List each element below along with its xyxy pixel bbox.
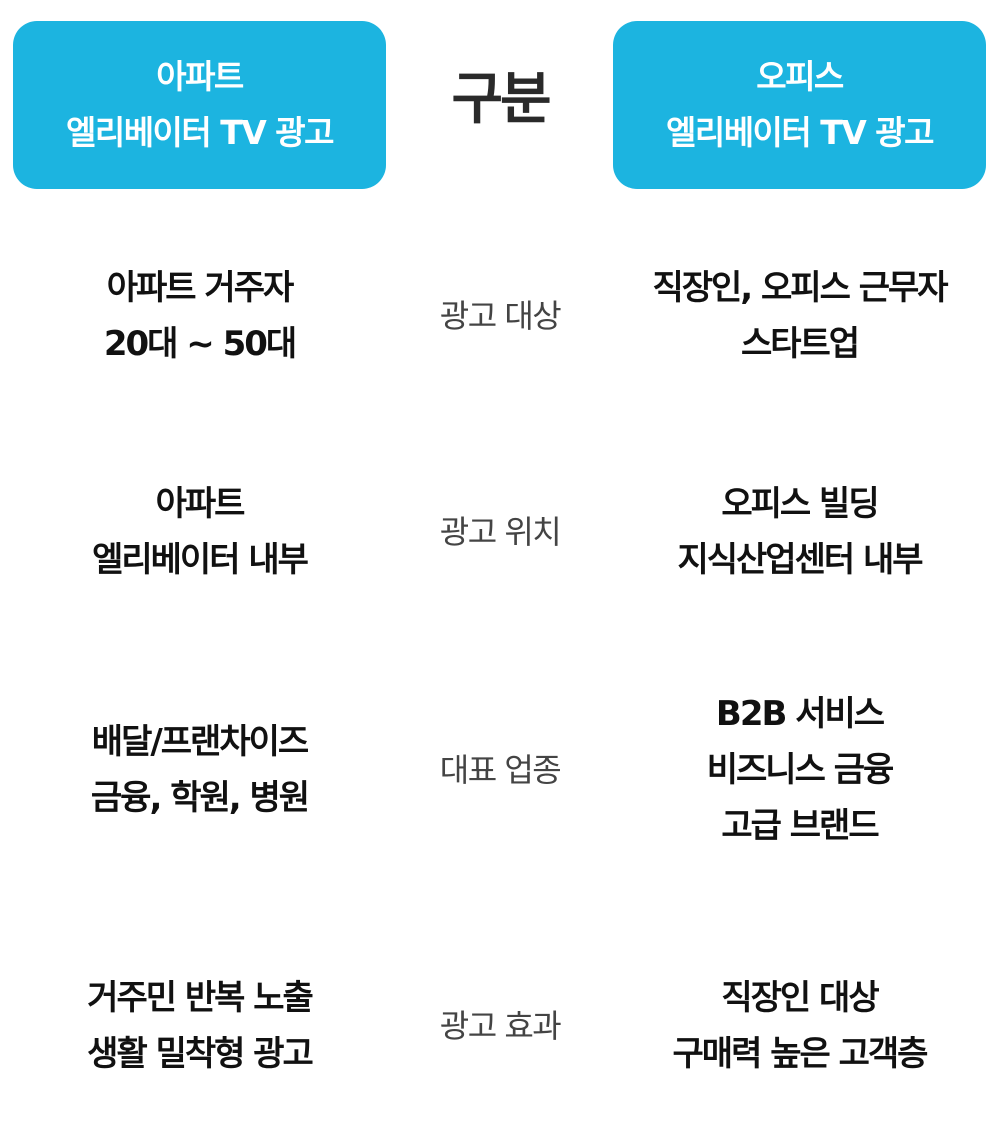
row-effect-left-line: 거주민 반복 노출 [87,978,314,1018]
comparison-row-industry: 배달/프랜차이즈 금융, 학원, 병원 대표 업종 B2B 서비스 비즈니스 금… [0,680,1000,860]
header-apartment-elevator-tv: 아파트 엘리베이터 TV 광고 [13,21,386,189]
row-industry-right-line: 고급 브랜드 [721,806,879,846]
row-category-label: 광고 효과 [439,1007,562,1045]
row-industry-category: 대표 업종 [400,680,600,860]
header-right-line-1: 오피스 [756,57,844,96]
row-effect-right: 직장인 대상 구매력 높은 고객층 [613,936,986,1116]
row-industry-right-line: 비즈니스 금융 [706,750,895,790]
row-target-right-line: 직장인, 오피스 근무자 [652,268,948,308]
row-category-label: 광고 대상 [439,297,562,335]
row-industry-left-line: 금융, 학원, 병원 [90,778,310,818]
row-location-left-line: 아파트 [155,484,246,524]
row-industry-left-line: 배달/프랜차이즈 [91,722,309,762]
row-category-label: 광고 위치 [439,513,562,551]
header-left-line-1: 아파트 [156,57,244,96]
header-right-line-2: 엘리베이터 TV 광고 [665,113,935,152]
comparison-row-location: 아파트 엘리베이터 내부 광고 위치 오피스 빌딩 지식산업센터 내부 [0,442,1000,622]
row-location-left-line: 엘리베이터 내부 [92,540,309,580]
row-target-left-line: 20대 ~ 50대 [103,324,297,364]
row-location-right-line: 오피스 빌딩 [721,484,879,524]
row-effect-right-line: 직장인 대상 [721,978,879,1018]
row-location-right: 오피스 빌딩 지식산업센터 내부 [613,442,986,622]
row-target-left-line: 아파트 거주자 [106,268,295,308]
row-category-label: 대표 업종 [439,751,562,789]
row-target-category: 광고 대상 [400,226,600,406]
row-industry-left: 배달/프랜차이즈 금융, 학원, 병원 [13,680,386,860]
row-effect-right-line: 구매력 높은 고객층 [672,1034,929,1074]
header-category-title: 구분 [451,67,551,132]
row-effect-left-line: 생활 밀착형 광고 [87,1034,314,1074]
row-target-right-line: 스타트업 [740,324,860,364]
comparison-row-target: 아파트 거주자 20대 ~ 50대 광고 대상 직장인, 오피스 근무자 스타트… [0,226,1000,406]
comparison-row-effect: 거주민 반복 노출 생활 밀착형 광고 광고 효과 직장인 대상 구매력 높은 … [0,936,1000,1116]
row-effect-category: 광고 효과 [400,936,600,1116]
row-effect-left: 거주민 반복 노출 생활 밀착형 광고 [13,936,386,1116]
row-location-right-line: 지식산업센터 내부 [677,540,923,580]
row-target-left: 아파트 거주자 20대 ~ 50대 [13,226,386,406]
header-office-elevator-tv: 오피스 엘리베이터 TV 광고 [613,21,986,189]
row-target-right: 직장인, 오피스 근무자 스타트업 [613,226,986,406]
row-location-left: 아파트 엘리베이터 내부 [13,442,386,622]
row-industry-right: B2B 서비스 비즈니스 금융 고급 브랜드 [613,680,986,860]
row-industry-right-line: B2B 서비스 [715,694,885,734]
row-location-category: 광고 위치 [400,442,600,622]
header-left-line-2: 엘리베이터 TV 광고 [65,113,335,152]
